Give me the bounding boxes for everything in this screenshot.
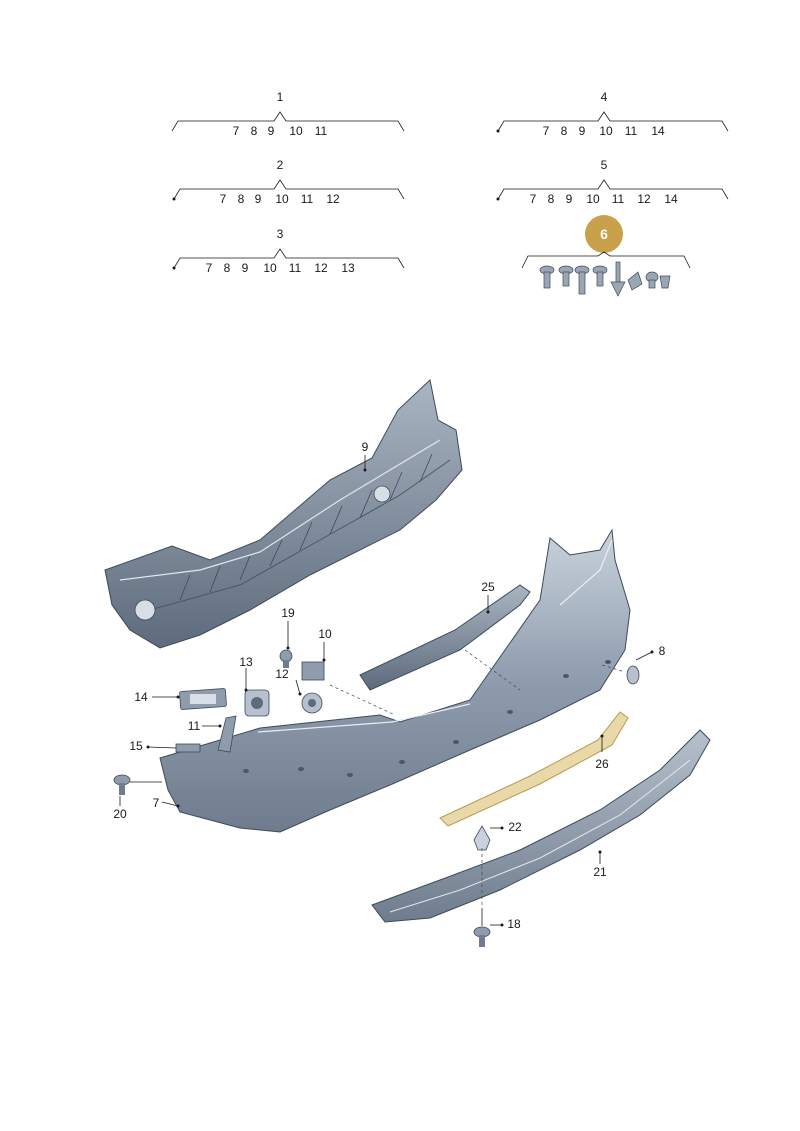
group-number: 3 — [277, 227, 284, 241]
group-item: 10 — [586, 192, 600, 206]
group-item: 11 — [625, 124, 638, 138]
callout-label: 22 — [508, 820, 522, 834]
trim-strip-highlighted — [439, 711, 629, 827]
group-item: 9 — [579, 124, 586, 138]
group-item: 13 — [341, 261, 355, 275]
callout-22: 22 — [490, 820, 522, 834]
callout-11: 11 — [188, 719, 222, 733]
group-item: 10 — [275, 192, 289, 206]
group-item: 8 — [251, 124, 258, 138]
group-item: 9 — [242, 261, 249, 275]
group-number: 1 — [277, 90, 284, 104]
group-item: 8 — [561, 124, 568, 138]
group-number: 2 — [277, 158, 284, 172]
rubber-buffer-icon — [175, 743, 201, 753]
callout-label: 18 — [507, 917, 521, 931]
group-bracket-1: 1 7 8 9 10 11 — [171, 90, 405, 138]
callout-label: 21 — [593, 865, 607, 879]
group-number: 5 — [601, 158, 608, 172]
callout-label: 7 — [153, 796, 160, 810]
callout-label: 14 — [134, 690, 148, 704]
group-item: 11 — [289, 261, 302, 275]
expanding-nut-icon — [473, 825, 491, 851]
bracket-icon — [301, 661, 325, 681]
hardware-set-icon — [539, 261, 671, 297]
bracket-left-icon — [217, 715, 237, 753]
callout-label: 25 — [481, 580, 495, 594]
callout-12: 12 — [275, 667, 302, 696]
group-item: 7 — [233, 124, 240, 138]
bumper-impact-absorber — [104, 379, 463, 649]
group-item: 12 — [314, 261, 328, 275]
bumper-cover — [159, 528, 631, 833]
group-bracket-3: 3 7 8 9 10 11 12 13 — [172, 227, 405, 275]
sensor-holder-icon — [244, 689, 270, 717]
group-item: 14 — [664, 192, 678, 206]
grommet-icon — [301, 692, 323, 714]
cover-cap-icon — [626, 665, 640, 685]
callout-label: 19 — [281, 606, 295, 620]
group-item: 11 — [612, 192, 625, 206]
group-item: 7 — [220, 192, 227, 206]
group-item: 7 — [206, 261, 213, 275]
highlight-badge — [585, 215, 623, 253]
group-item: 11 — [301, 192, 314, 206]
group-item: 12 — [326, 192, 340, 206]
group-item: 12 — [637, 192, 651, 206]
group-item: 8 — [238, 192, 245, 206]
group-item: 7 — [543, 124, 550, 138]
callout-21: 18 — [481, 908, 521, 931]
group-item: 8 — [548, 192, 555, 206]
callout-label: 10 — [318, 627, 332, 641]
callout-14: 14 — [134, 690, 180, 704]
callout-label: 26 — [595, 757, 609, 771]
group-item: 9 — [255, 192, 262, 206]
group-bracket-4: 4 7 8 9 10 11 14 — [496, 90, 729, 138]
callout-label: 15 — [129, 739, 143, 753]
callout-10: 10 — [318, 627, 332, 662]
diffuser-spoiler — [371, 729, 711, 923]
group-item: 14 — [651, 124, 665, 138]
group-bracket-2: 2 7 8 9 10 11 12 — [172, 158, 405, 206]
callout-26: 26 — [595, 734, 609, 771]
callout-label: 20 — [113, 807, 127, 821]
group-item: 10 — [289, 124, 303, 138]
callout-19: 20 — [113, 781, 162, 821]
callout-9: 9 — [362, 440, 369, 472]
callout-25: 25 — [481, 580, 495, 614]
callout-8: 8 — [635, 644, 666, 661]
callout-label: 11 — [188, 719, 201, 733]
frame-icon — [179, 688, 227, 710]
callout-label: 8 — [659, 644, 666, 658]
callout-label: 9 — [362, 440, 369, 454]
callout-13: 13 — [239, 655, 253, 692]
callout-15: 15 — [129, 739, 177, 753]
callout-18: 19 — [281, 606, 295, 650]
group-bracket-5: 5 7 8 9 10 11 12 14 — [496, 158, 729, 206]
callout-20: 21 — [593, 850, 607, 879]
group-bracket-6-highlighted[interactable]: 6 — [521, 215, 691, 297]
assembly-lines — [329, 649, 626, 905]
group-item: 7 — [530, 192, 537, 206]
callout-label: 13 — [239, 655, 253, 669]
clip-icon — [279, 649, 293, 668]
group-item: 11 — [315, 124, 328, 138]
group-number: 4 — [601, 90, 608, 104]
callout-7: 7 — [153, 796, 180, 810]
group-item: 9 — [268, 124, 275, 138]
highlight-badge-number: 6 — [600, 226, 608, 242]
group-item: 10 — [599, 124, 613, 138]
group-item: 9 — [566, 192, 573, 206]
screw-icon — [113, 774, 131, 795]
callout-label: 12 — [275, 667, 289, 681]
screw-lower-icon — [473, 926, 491, 947]
group-item: 8 — [224, 261, 231, 275]
group-item: 10 — [263, 261, 277, 275]
